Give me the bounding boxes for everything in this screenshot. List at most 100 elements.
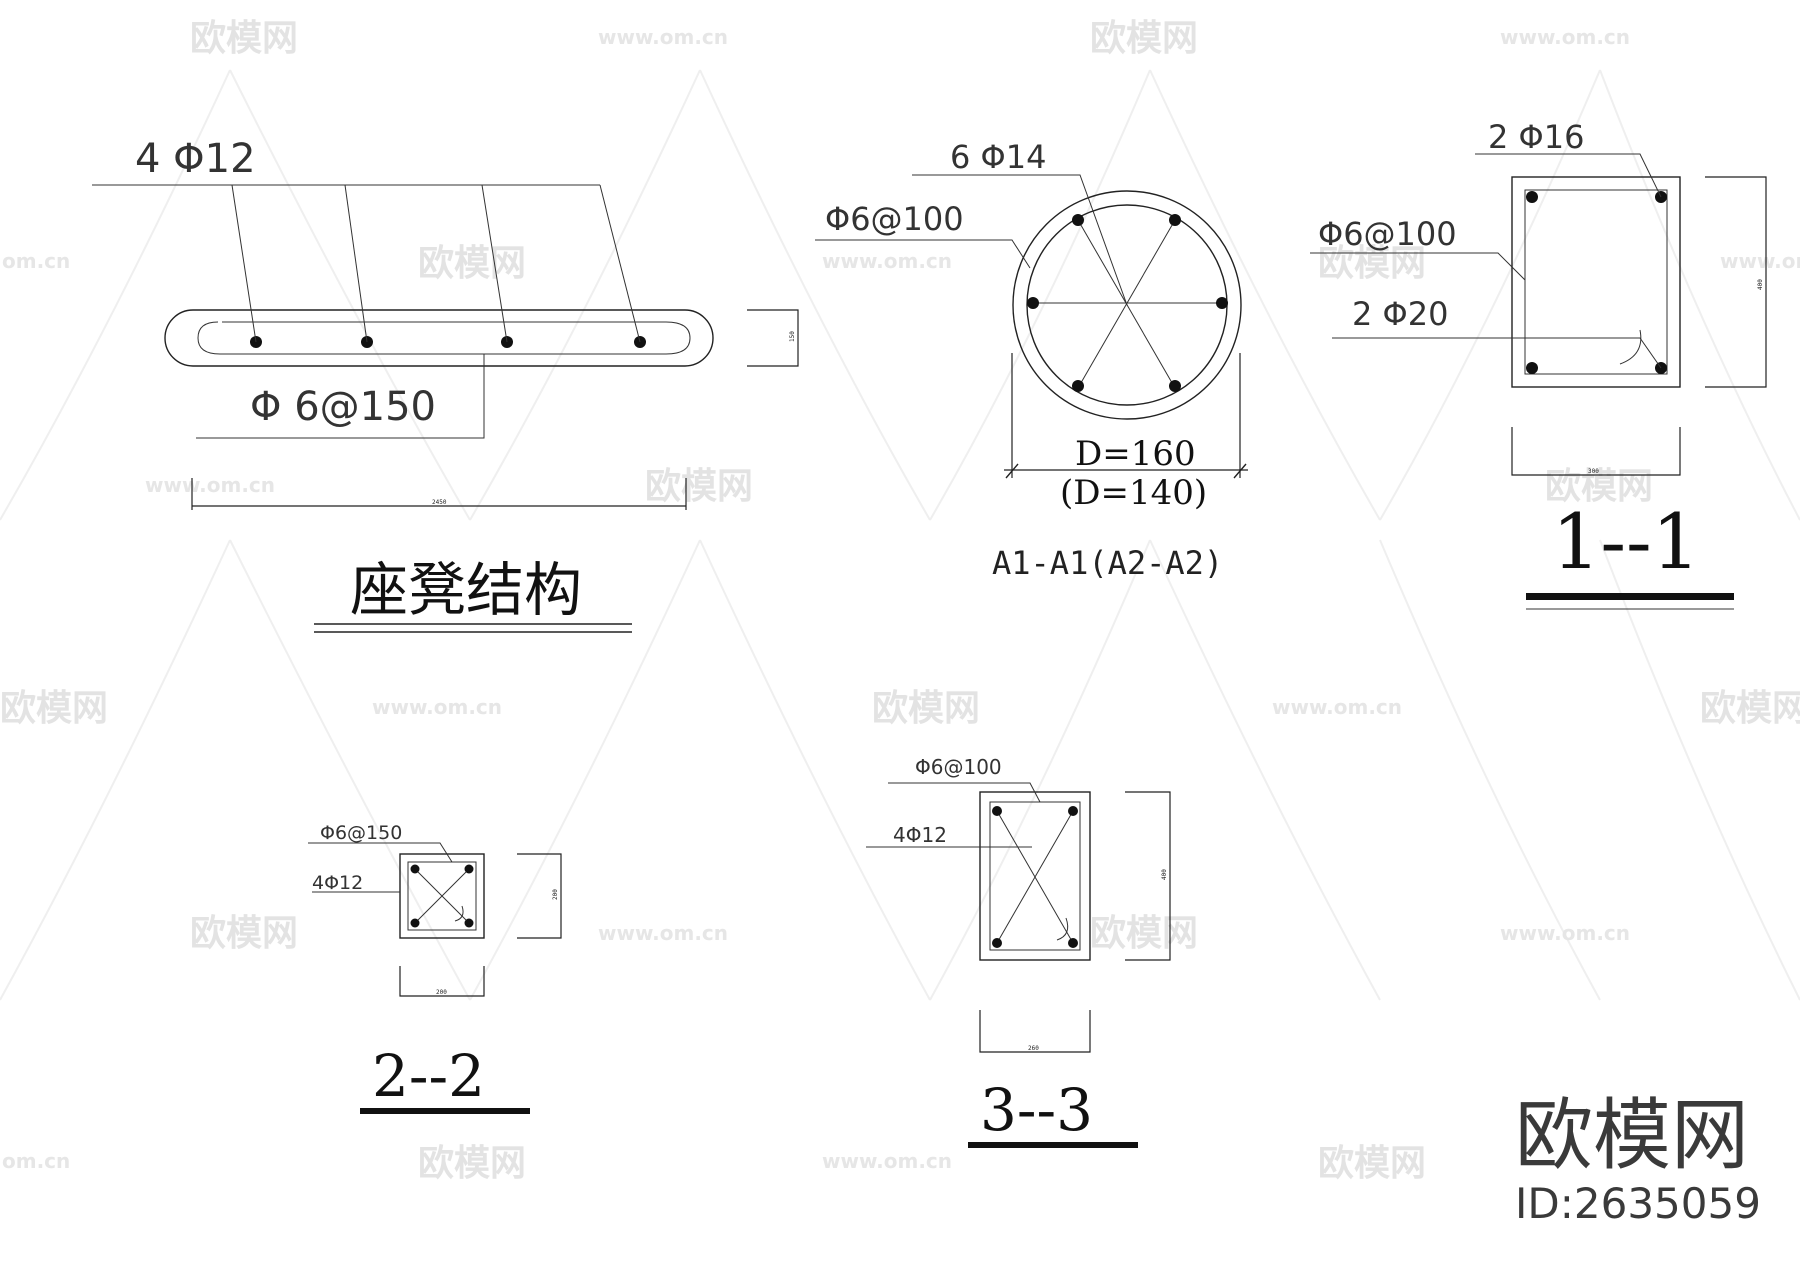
circle-rebar bbox=[1169, 380, 1181, 392]
circle-rebar bbox=[1072, 214, 1084, 226]
section-3-height-dimension bbox=[1125, 791, 1171, 961]
watermark-url: www.om.cn bbox=[822, 249, 952, 273]
section-2-rebar bbox=[464, 918, 474, 928]
corner-brand: 欧模网 ID:2635059 bbox=[1515, 1091, 1761, 1228]
watermark-brand: 欧模网 bbox=[1700, 688, 1800, 729]
bench-slab-outline bbox=[164, 309, 714, 367]
corner-brand-name: 欧模网 bbox=[1515, 1091, 1749, 1181]
bench-leader-line bbox=[344, 184, 368, 343]
circle-diameter-tick bbox=[1233, 463, 1247, 479]
section-1: 2 Φ16 Φ6@100 2 Φ20 400 300 1--1 bbox=[1310, 118, 1767, 610]
section-3: Φ6@100 4Φ12 400 260 3--3 bbox=[866, 755, 1171, 1148]
bench-height-dimension-value: 150 bbox=[789, 331, 796, 342]
circle-rebar bbox=[1027, 297, 1039, 309]
watermark-brand: 欧模网 bbox=[1318, 1143, 1426, 1184]
section-3-main-rebar-label: 4Φ12 bbox=[893, 823, 947, 847]
section-2-outline bbox=[399, 853, 485, 939]
section-2-tie bbox=[414, 868, 470, 924]
circle-section: 6 Φ14 Φ6@100 D=160 (D=140) A1-A1(A2-A2) bbox=[815, 138, 1248, 582]
section-2-width-dimension bbox=[399, 966, 485, 997]
section-2-title: 2--2 bbox=[372, 1042, 485, 1110]
section-2-rebar bbox=[410, 918, 420, 928]
section-1-rebar bbox=[1526, 191, 1538, 203]
section-1-stirrup-leader bbox=[1310, 252, 1526, 281]
circle-rebar bbox=[1169, 214, 1181, 226]
bench-stirrup-label: Φ 6@150 bbox=[250, 384, 436, 430]
section-1-stirrup-label: Φ6@100 bbox=[1318, 215, 1457, 253]
section-1-top-rebar-label: 2 Φ16 bbox=[1488, 118, 1584, 156]
section-2-main-rebar-label: 4Φ12 bbox=[312, 872, 363, 894]
section-1-height-dimension-value: 400 bbox=[1757, 279, 1764, 290]
watermark-url: www.om.cn bbox=[1272, 695, 1402, 719]
circle-rebar bbox=[1216, 297, 1228, 309]
watermark-texts: 欧模网 www.om.cn 欧模网 www.om.cn om.cn 欧模网 ww… bbox=[0, 18, 1800, 1184]
section-1-height-dimension bbox=[1705, 176, 1767, 388]
bench-leader-line bbox=[231, 184, 257, 343]
bench-main-rebar-label: 4 Φ12 bbox=[135, 136, 256, 182]
watermark-brand: 欧模网 bbox=[418, 1143, 526, 1184]
section-1-hook bbox=[1619, 329, 1642, 365]
section-3-rebar bbox=[1068, 806, 1078, 816]
section-2-stirrup-leader bbox=[308, 842, 453, 863]
watermark-brand: 欧模网 bbox=[872, 688, 980, 729]
corner-brand-id: ID:2635059 bbox=[1515, 1179, 1761, 1228]
section-1-rebar bbox=[1526, 362, 1538, 374]
section-3-width-dimension bbox=[979, 1010, 1091, 1053]
section-2-width-dimension-value: 200 bbox=[436, 989, 447, 996]
section-2-stirrup-label: Φ6@150 bbox=[320, 822, 402, 844]
section-3-hook bbox=[1056, 917, 1069, 941]
section-1-outline bbox=[1511, 176, 1681, 388]
watermark-arcs bbox=[0, 69, 1800, 1001]
watermark-url: www.om.cn bbox=[1720, 249, 1800, 273]
section-2-title-underline bbox=[360, 1108, 530, 1114]
watermark-url: om.cn bbox=[2, 249, 70, 273]
section-1-top-leader bbox=[1475, 153, 1662, 198]
watermark-brand: 欧模网 bbox=[1545, 466, 1653, 507]
section-2-rebar bbox=[464, 864, 474, 874]
watermark-brand: 欧模网 bbox=[1090, 18, 1198, 59]
circle-outer-outline bbox=[1012, 190, 1242, 420]
circle-rebar bbox=[1072, 380, 1084, 392]
section-3-rebar bbox=[992, 806, 1002, 816]
section-1-bottom-leader bbox=[1332, 337, 1662, 369]
circle-diameter-alt-label: (D=140) bbox=[1060, 473, 1207, 513]
section-1-width-dimension bbox=[1511, 427, 1681, 476]
section-3-title-underline bbox=[968, 1142, 1138, 1148]
section-3-width-dimension-value: 260 bbox=[1028, 1045, 1039, 1052]
section-3-height-dimension-value: 400 bbox=[1161, 869, 1168, 880]
watermark-brand: 欧模网 bbox=[0, 688, 108, 729]
bench-title: 座凳结构 bbox=[350, 556, 582, 624]
bench-leader-line bbox=[481, 184, 508, 343]
circle-diameter-tick bbox=[1005, 463, 1019, 479]
watermark-url: om.cn bbox=[2, 1149, 70, 1173]
circle-stirrup-leader bbox=[815, 239, 1031, 269]
watermark-url: www.om.cn bbox=[372, 695, 502, 719]
section-3-rebar bbox=[1068, 938, 1078, 948]
watermark-url: www.om.cn bbox=[598, 25, 728, 49]
section-3-stirrup-leader bbox=[888, 782, 1041, 803]
section-3-stirrup-label: Φ6@100 bbox=[915, 755, 1002, 779]
section-1-bottom-rebar-label: 2 Φ20 bbox=[1352, 295, 1448, 333]
circle-main-rebar-leader bbox=[912, 174, 1128, 306]
section-3-stirrup bbox=[989, 801, 1081, 951]
section-1-title: 1--1 bbox=[1552, 497, 1700, 586]
bench-leader-line bbox=[599, 184, 641, 343]
watermark-brand: 欧模网 bbox=[1090, 913, 1198, 954]
section-2-hook bbox=[454, 905, 464, 922]
watermark-brand: 欧模网 bbox=[418, 243, 526, 284]
bench-height-dimension bbox=[747, 309, 799, 367]
bench-length-dimension-value: 2450 bbox=[432, 499, 447, 506]
watermark-url: www.om.cn bbox=[1500, 25, 1630, 49]
watermark-url: www.om.cn bbox=[1500, 921, 1630, 945]
section-3-tie bbox=[996, 810, 1074, 944]
watermark-brand: 欧模网 bbox=[190, 913, 298, 954]
circle-title: A1-A1(A2-A2) bbox=[992, 544, 1223, 582]
section-2-stirrup bbox=[407, 861, 477, 931]
section-2-height-dimension bbox=[517, 853, 562, 939]
section-1-width-dimension-value: 300 bbox=[1588, 468, 1599, 475]
watermark-brand: 欧模网 bbox=[645, 466, 753, 507]
section-3-rebar bbox=[992, 938, 1002, 948]
bench-detail: 4 Φ12 Φ 6@150 150 2450 座凳结构 bbox=[92, 136, 799, 633]
circle-main-rebar-label: 6 Φ14 bbox=[950, 138, 1046, 176]
watermark-brand: 欧模网 bbox=[190, 18, 298, 59]
